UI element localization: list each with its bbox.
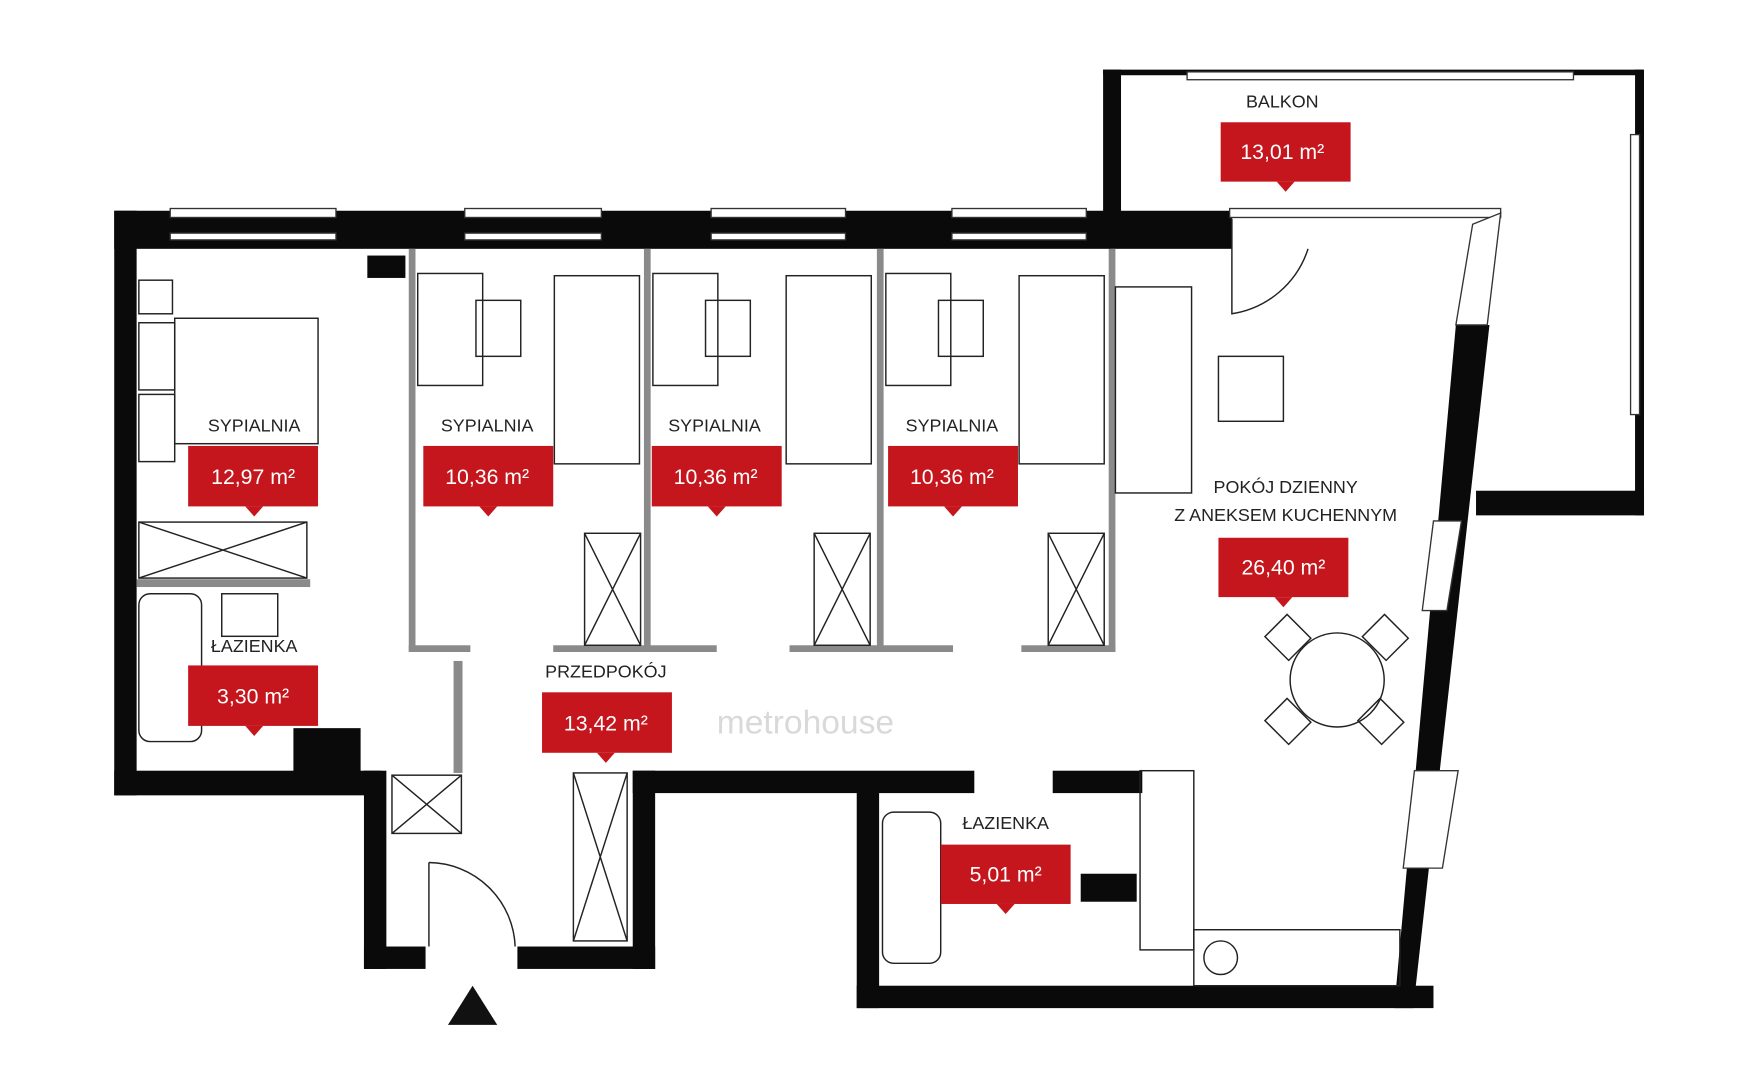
- room-label: BALKON: [1246, 92, 1319, 112]
- room-label-line1: POKÓJ DZIENNY: [1214, 476, 1358, 497]
- room-bathroom-2: ŁAZIENKA 5,01 m²: [940, 813, 1071, 915]
- room-label: ŁAZIENKA: [211, 636, 298, 656]
- exterior-walls: [114, 210, 1490, 1009]
- room-area: 26,40 m²: [1241, 556, 1325, 580]
- room-bedroom-3: SYPIALNIA 10,36 m²: [651, 415, 782, 517]
- room-area: 12,97 m²: [211, 465, 295, 489]
- room-label: SYPIALNIA: [668, 415, 761, 435]
- room-bedroom-1: SYPIALNIA 12,97 m²: [188, 415, 319, 517]
- furniture: [138, 218, 1410, 987]
- room-label: SYPIALNIA: [208, 415, 301, 435]
- balcony-outline: [1103, 69, 1645, 516]
- room-area: 10,36 m²: [910, 465, 994, 489]
- room-label: PRZEDPOKÓJ: [545, 661, 666, 682]
- room-area: 10,36 m²: [445, 465, 529, 489]
- room-label: SYPIALNIA: [906, 415, 999, 435]
- room-area: 3,30 m²: [217, 685, 289, 709]
- room-area: 10,36 m²: [674, 465, 758, 489]
- room-label: ŁAZIENKA: [962, 813, 1049, 833]
- room-bathroom-1: ŁAZIENKA 3,30 m²: [188, 636, 319, 736]
- room-hall: PRZEDPOKÓJ 13,42 m²: [542, 661, 672, 763]
- room-living: POKÓJ DZIENNY Z ANEKSEM KUCHENNYM 26,40 …: [1174, 476, 1397, 608]
- room-label: SYPIALNIA: [441, 415, 534, 435]
- windows: [169, 207, 1502, 869]
- room-area: 13,01 m²: [1240, 140, 1324, 164]
- room-bedroom-2: SYPIALNIA 10,36 m²: [423, 415, 554, 517]
- interior-partitions: [136, 248, 1116, 773]
- room-area: 5,01 m²: [970, 863, 1042, 887]
- balcony-door-swing: [1231, 218, 1309, 315]
- room-area: 13,42 m²: [564, 711, 648, 735]
- room-bedroom-4: SYPIALNIA 10,36 m²: [888, 415, 1018, 517]
- watermark: metrohouse: [717, 705, 894, 742]
- room-balcony: BALKON 13,01 m²: [1220, 92, 1351, 192]
- room-label-line2: Z ANEKSEM KUCHENNYM: [1174, 505, 1397, 525]
- entrance-arrow-icon: [447, 985, 498, 1025]
